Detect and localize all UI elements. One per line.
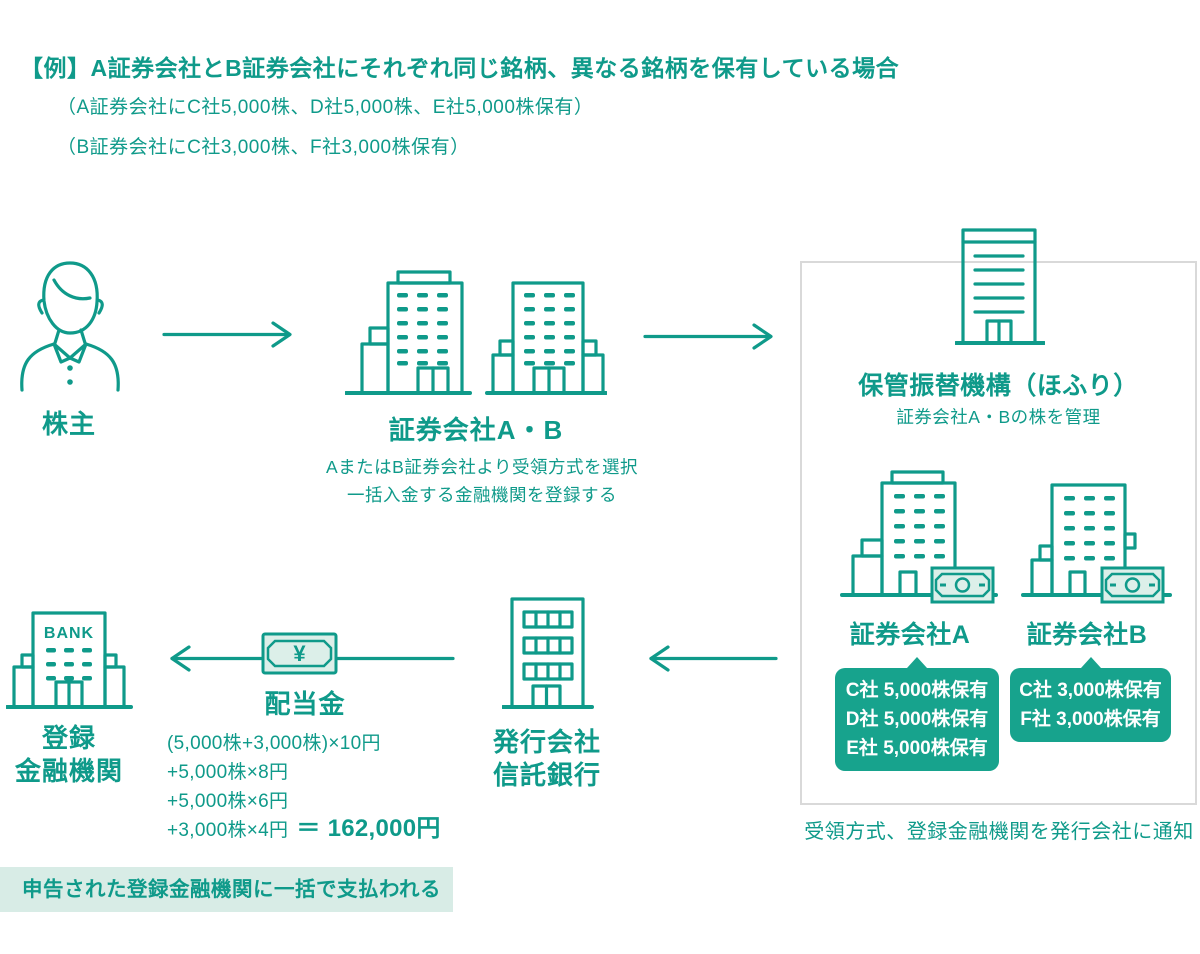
shareholder-person-icon	[20, 261, 120, 392]
broker-a-holdings-bubble: C社 5,000株保有 D社 5,000株保有 E社 5,000株保有	[835, 657, 999, 771]
notify-note: 受領方式、登録金融機関を発行会社に通知	[804, 821, 1194, 843]
calc-line: (5,000株+3,000株)×10円	[167, 733, 381, 754]
calc-line: +5,000株×8円	[167, 762, 289, 783]
broker-a-label: 証券会社A	[849, 621, 971, 649]
brokers-label: 証券会社A・B	[388, 415, 564, 445]
brokers-note-1: AまたはB証券会社より受領方式を選択	[326, 457, 638, 477]
dividend-calculation: (5,000株+3,000株)×10円 +5,000株×8円 +5,000株×6…	[167, 729, 441, 845]
arrow-right-icon	[162, 321, 292, 348]
issuer-label-2: 信託銀行	[492, 760, 601, 790]
issuer-label-1: 発行会社	[492, 727, 601, 757]
calc-line: +5,000株×6円	[167, 791, 289, 812]
arrow-left-icon	[649, 645, 778, 672]
banknote-icon	[1100, 566, 1165, 604]
dividend-total: ＝ 162,000円	[296, 815, 441, 842]
hofuri-title: 保管振替機構（ほふり）	[858, 372, 1139, 400]
registered-bank-label-1: 登録	[41, 723, 96, 753]
brokers-note-2: 一括入金する金融機関を登録する	[347, 485, 617, 505]
registered-bank-icon: BANK	[6, 611, 133, 709]
calc-line: +3,000株×4円 ＝ 162,000円	[167, 816, 441, 845]
brokers-buildings-icon	[345, 270, 607, 395]
header-note-a: （A証券会社にC社5,000株、D社5,000株、E社5,000株保有）	[57, 97, 594, 118]
registered-bank-label-2: 金融機関	[14, 756, 123, 786]
shareholder-label: 株主	[41, 409, 96, 439]
broker-b-building-icon	[1021, 483, 1172, 604]
yen-banknote-icon: ¥	[261, 632, 338, 675]
issuer-building-icon	[502, 597, 594, 709]
arrow-right-icon	[643, 323, 773, 350]
payment-note-highlight: 申告された登録金融機関に一括で支払われる	[0, 867, 453, 912]
holding-line: D社 5,000株保有	[845, 709, 989, 730]
holding-line: F社 3,000株保有	[1020, 709, 1161, 730]
diagram-title: 【例】A証券会社とB証券会社にそれぞれ同じ銘柄、異なる銘柄を保有している場合	[20, 55, 900, 81]
holding-line: C社 5,000株保有	[845, 680, 989, 701]
broker-a-building-icon	[840, 470, 998, 604]
hofuri-subtitle: 証券会社A・Bの株を管理	[896, 407, 1101, 427]
broker-b-holdings-bubble: C社 3,000株保有 F社 3,000株保有	[1010, 657, 1171, 742]
calc-line-text: +3,000株×4円	[167, 820, 289, 841]
holding-line: E社 5,000株保有	[846, 738, 988, 759]
holding-line: C社 3,000株保有	[1019, 680, 1162, 701]
yen-symbol: ¥	[293, 641, 306, 666]
dividend-label: 配当金	[264, 689, 346, 719]
hofuri-building-icon	[955, 228, 1045, 345]
header-note-b: （B証券会社にC社3,000株、F社3,000株保有）	[57, 137, 470, 158]
banknote-icon	[930, 566, 995, 604]
broker-b-label: 証券会社B	[1026, 621, 1148, 649]
bank-icon-text: BANK	[44, 625, 94, 642]
